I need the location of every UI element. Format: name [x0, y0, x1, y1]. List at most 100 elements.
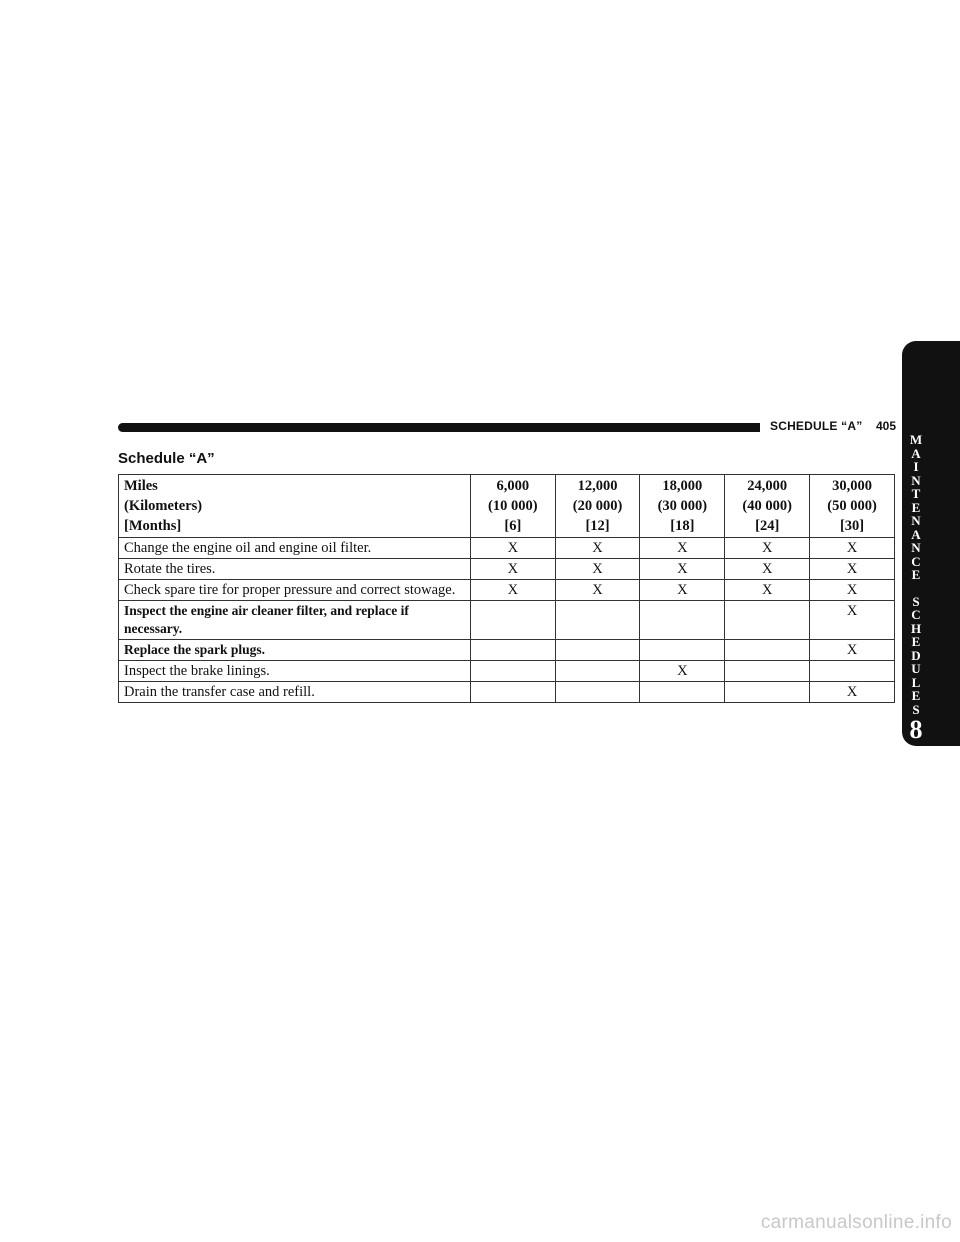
schedule-mark-cell: [724, 660, 811, 682]
schedule-mark-cell: [470, 681, 556, 703]
side-tab-letter: C: [911, 553, 921, 569]
table-row: Change the engine oil and engine oil fil…: [117, 537, 895, 559]
side-tab-letter: E: [911, 499, 921, 515]
schedule-mark-cell: [470, 660, 556, 682]
header-label-cell: Miles (Kilometers) [Months]: [117, 474, 472, 538]
side-tab-letter: A: [911, 526, 921, 542]
schedule-mark-cell: X: [470, 537, 556, 559]
side-tab-letter: S: [912, 701, 920, 717]
side-tab-letter: D: [911, 647, 921, 663]
schedule-mark-cell: [470, 639, 556, 661]
schedule-mark-cell: [724, 639, 811, 661]
interval-miles: 12,000: [577, 478, 618, 494]
interval-km: (20 000): [572, 498, 623, 514]
schedule-mark-cell: X: [639, 537, 726, 559]
task-cell: Replace the spark plugs.: [117, 639, 472, 661]
table-row: Inspect the brake linings. X: [117, 660, 895, 682]
task-cell: Drain the transfer case and refill.: [117, 681, 472, 703]
schedule-mark-cell: X: [809, 600, 895, 640]
table-row: Check spare tire for proper pressure and…: [117, 579, 895, 601]
interval-header-cell: 30,000 (50 000) [30]: [809, 474, 895, 538]
schedule-mark-cell: X: [724, 537, 811, 559]
side-tab-letter: I: [913, 459, 919, 474]
interval-header-cell: 24,000 (40 000) [24]: [724, 474, 811, 538]
schedule-mark-cell: [809, 660, 895, 682]
schedule-mark-cell: [554, 681, 641, 703]
schedule-mark-cell: [554, 660, 641, 682]
chapter-side-tab: [902, 341, 960, 746]
schedule-mark-cell: [639, 681, 726, 703]
schedule-mark-cell: X: [639, 660, 726, 682]
header-rule: [118, 423, 760, 432]
interval-header-cell: 12,000 (20 000) [12]: [554, 474, 641, 538]
table-row: Inspect the engine air cleaner filter, a…: [117, 600, 895, 640]
interval-km: (40 000): [742, 498, 792, 514]
schedule-mark-cell: X: [809, 558, 895, 580]
interval-months: [24]: [755, 518, 780, 534]
schedule-mark-cell: [724, 600, 811, 640]
side-tab-letter: E: [911, 688, 921, 703]
interval-km: (50 000): [827, 498, 877, 514]
header-label-kilometers: (Kilometers): [124, 498, 203, 514]
schedule-mark-cell: X: [809, 579, 895, 601]
schedule-mark-cell: X: [470, 579, 556, 601]
interval-months: [30]: [839, 518, 865, 534]
schedule-mark-cell: X: [639, 579, 726, 601]
side-tab-letter: N: [911, 540, 921, 555]
side-tab-letter: N: [911, 472, 921, 488]
section-title: Schedule “A”: [118, 450, 215, 467]
side-tab-letter: C: [911, 607, 921, 622]
side-tab-letter: T: [911, 486, 921, 501]
schedule-mark-cell: X: [809, 537, 895, 559]
schedule-mark-cell: [639, 600, 726, 640]
schedule-mark-cell: X: [639, 558, 726, 580]
side-tab-letter: E: [911, 634, 921, 649]
header-label-miles: Miles: [124, 478, 158, 494]
schedule-mark-cell: X: [724, 558, 811, 580]
schedule-mark-cell: [554, 639, 641, 661]
task-cell: Check spare tire for proper pressure and…: [117, 579, 472, 601]
schedule-mark-cell: X: [554, 579, 641, 601]
interval-miles: 18,000: [662, 478, 703, 494]
table-row: Drain the transfer case and refill. X: [117, 681, 895, 703]
side-tab-letter: N: [911, 513, 921, 528]
schedule-mark-cell: [470, 600, 556, 640]
header-label-months: [Months]: [124, 518, 182, 534]
interval-header-cell: 6,000 (10 000) [6]: [470, 474, 556, 538]
side-tab-letter: L: [911, 674, 921, 690]
running-header-title: SCHEDULE “A”: [770, 419, 863, 433]
task-cell: Inspect the engine air cleaner filter, a…: [117, 600, 472, 640]
chapter-number: 8: [909, 715, 923, 744]
page-number: 405: [876, 419, 897, 433]
side-tab-letter: [906, 582, 926, 595]
side-tab-letter: E: [911, 567, 921, 582]
side-tab-letter: M: [909, 432, 923, 447]
schedule-mark-cell: X: [724, 579, 811, 601]
interval-months: [18]: [670, 518, 695, 534]
task-cell: Inspect the brake linings.: [117, 660, 472, 682]
schedule-mark-cell: X: [554, 537, 641, 559]
side-tab-letter: A: [911, 445, 921, 461]
interval-miles: 30,000: [832, 478, 872, 494]
schedule-mark-cell: [724, 681, 811, 703]
task-cell: Change the engine oil and engine oil fil…: [117, 537, 472, 559]
interval-miles: 24,000: [747, 478, 788, 494]
schedule-mark-cell: [639, 639, 726, 661]
interval-km: (10 000): [488, 498, 538, 514]
watermark: carmanualsonline.info: [760, 1212, 952, 1233]
table-header-row: Miles (Kilometers) [Months] 6,000 (10 00…: [117, 474, 895, 538]
side-tab-letter: H: [910, 620, 922, 636]
table-row: Replace the spark plugs.X: [117, 639, 895, 661]
interval-miles: 6,000: [496, 478, 530, 494]
task-cell: Rotate the tires.: [117, 558, 472, 580]
interval-header-cell: 18,000 (30 000) [18]: [639, 474, 726, 538]
schedule-mark-cell: [554, 600, 641, 640]
schedule-mark-cell: X: [554, 558, 641, 580]
side-tab-letter: U: [911, 661, 921, 676]
maintenance-schedule-table: Miles (Kilometers) [Months] 6,000 (10 00…: [117, 474, 895, 703]
interval-months: [6]: [504, 518, 522, 534]
schedule-mark-cell: X: [809, 681, 895, 703]
schedule-mark-cell: X: [470, 558, 556, 580]
